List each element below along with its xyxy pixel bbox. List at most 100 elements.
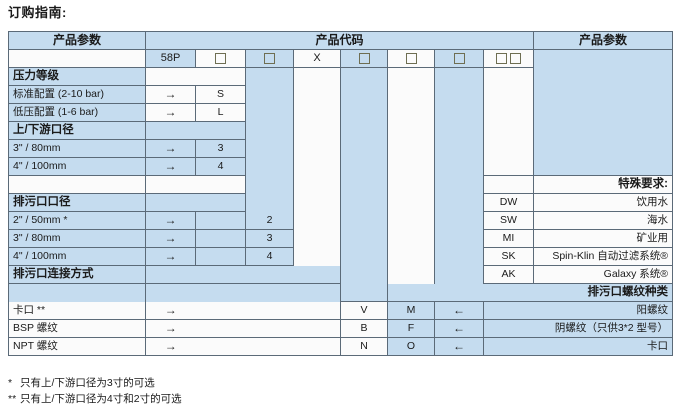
thread-label-c7 [434,283,484,302]
special-code: DW [483,193,535,212]
table-row: BSP 螺纹 → B F ← 阴螺纹（只供3*2 型号） [8,319,674,338]
section-label-special: 特殊要求: [533,175,674,194]
footnote-2-mark: ** [8,393,17,405]
section-row-pressure-label: 压力等级 [8,67,674,86]
thread-name-spacer [483,337,534,356]
row-label: 3" / 80mm [8,229,146,248]
code-cell-5 [340,49,388,68]
header-left-param: 产品参数 [8,31,146,50]
drain-label-arrowcell [145,193,196,212]
spacer-col3 [245,157,294,176]
row-label: 4" / 100mm [8,157,146,176]
spacer-col6 [387,265,435,284]
section-row-special-label: 特殊要求: [8,175,674,194]
row-label: 2" / 50mm * [8,211,146,230]
section-label-drain-diameter: 排污口口径 [8,193,146,212]
row-code: 2 [245,211,294,230]
spacer-col5 [340,103,388,122]
blank-left [8,175,146,194]
square-icon [405,52,417,64]
spacer-col3 [245,175,294,194]
row-code: N [340,337,388,356]
row-code: L [195,103,246,122]
code-cell-8 [483,49,535,68]
spacer-col7 [434,265,484,284]
code-cell-6 [387,49,435,68]
pressure-label-codecell [195,67,246,86]
spacer-col4 [293,67,341,86]
special-name: Galaxy 系统® [533,265,674,284]
row-code: 3 [245,229,294,248]
spacer-col5 [340,67,388,86]
row-blank [195,211,246,230]
spacer-col7 [434,193,484,212]
code-cell-58p: 58P [145,49,196,68]
conn-label-blank1 [195,265,246,284]
spacer-col5 [340,85,388,104]
right-param-col [533,85,674,104]
row-label: 标准配置 (2-10 bar) [8,85,146,104]
right-param-col-top [533,49,674,68]
row-blank [195,247,246,266]
row-label: 低压配置 (1-6 bar) [8,103,146,122]
row-label: BSP 螺纹 [8,319,146,338]
footnote-2-text: 只有上/下游口径为4寸和2寸的可选 [20,393,182,405]
row-arrow: → [145,103,196,122]
row-blank3 [293,301,341,320]
footnote-1: *只有上/下游口径为3寸的可选 [8,375,182,391]
footnotes: *只有上/下游口径为3寸的可选 **只有上/下游口径为4寸和2寸的可选 [8,375,182,407]
header-center-code: 产品代码 [145,31,535,50]
row-arrow: → [145,85,196,104]
row-label: NPT 螺纹 [8,337,146,356]
row-blank2 [245,301,294,320]
right-param-col [533,67,674,86]
order-guide-table: 产品参数 产品代码 产品参数 58P X 压力等级 标准配置 (2-10 bar… [8,31,674,356]
spacer-col4 [293,157,341,176]
spacer-col7 [434,139,484,158]
pressure-label-arrowcell [145,67,196,86]
row-blank2 [245,319,294,338]
conn-label-arrowcell [145,265,196,284]
square-icon [453,52,465,64]
square-icon [496,52,507,64]
row-blank [195,229,246,248]
spacer-col3 [245,67,294,86]
spacer-col7 [434,247,484,266]
row-label: 3" / 80mm [8,139,146,158]
special-name: 矿业用 [533,229,674,248]
drain-label-codecell [195,193,246,212]
code-cell-3 [245,49,294,68]
spacer-col6 [387,121,435,140]
row-blank1 [195,301,246,320]
spacer-col7 [434,229,484,248]
code-row: 58P X [8,49,674,68]
spacer-col7 [434,157,484,176]
section-label-pressure: 压力等级 [8,67,146,86]
row-code: 4 [245,247,294,266]
spacer-col4 [293,85,341,104]
section-label-thread-type: 排污口螺纹种类 [533,283,674,302]
right-param-col [533,139,674,158]
spacer-col7 [434,121,484,140]
special-name: 海水 [533,211,674,230]
thread-arrow: ← [434,337,484,356]
special-code: SW [483,211,535,230]
thread-label-c3 [245,283,294,302]
special-code: MI [483,229,535,248]
inlet-label-codecell [195,121,246,140]
spacer-col5 [340,139,388,158]
thread-label-c8 [483,283,534,302]
row-arrow: → [145,139,196,158]
spacer-col6 [387,211,435,230]
spacer-col5 [340,157,388,176]
right-param-col [533,157,674,176]
spacer-col4 [293,175,341,194]
code-cell-7 [434,49,484,68]
spacer-col6 [387,139,435,158]
spacer-col4 [293,229,341,248]
row-code: B [340,319,388,338]
table-row: 4" / 100mm → 4 SK Spin-Klin 自动过滤系统® [8,247,674,266]
spacer-col8 [483,121,535,140]
spacer-col5 [340,175,388,194]
row-code: 3 [195,139,246,158]
